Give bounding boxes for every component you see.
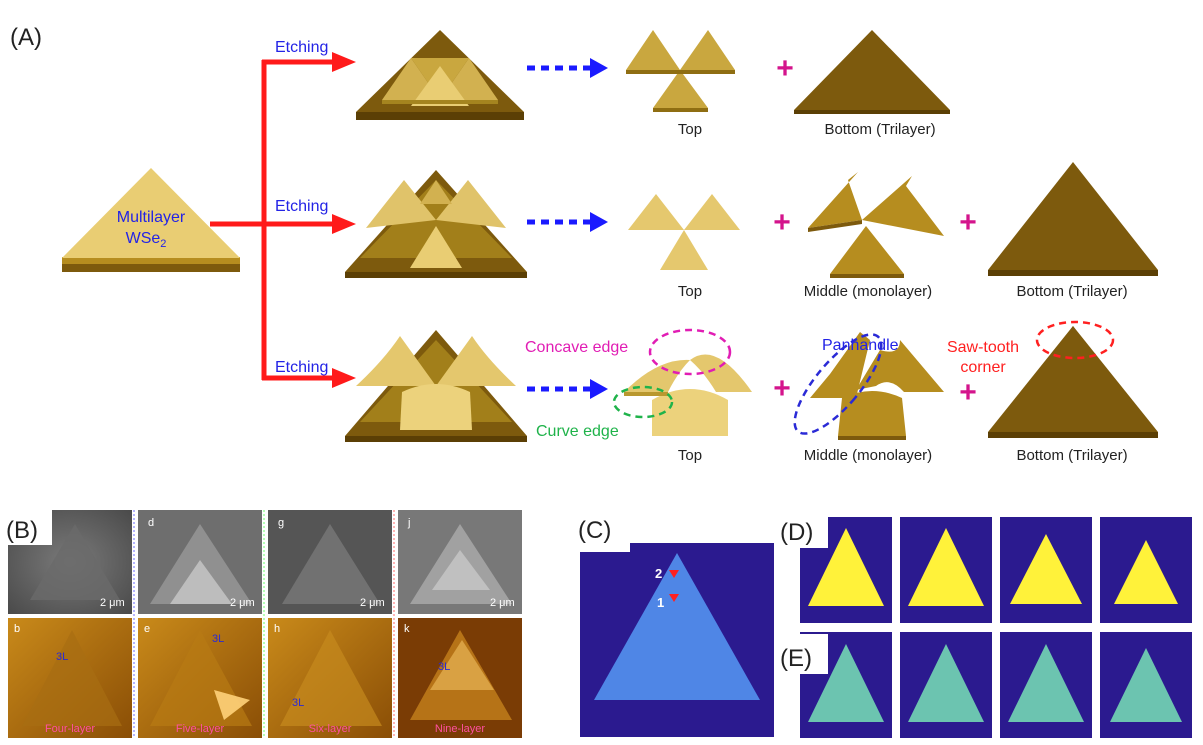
row2-top-flake (628, 194, 740, 270)
tag-3l-1: 3L (56, 651, 68, 663)
row2-middle-label: Middle (monolayer) (804, 283, 932, 300)
micro-letter-k: k (404, 623, 410, 635)
row3-bottom-label: Bottom (Trilayer) (1016, 447, 1127, 464)
row3-plus-2: + (959, 376, 977, 409)
micro-letter-d: d (148, 517, 154, 529)
source-flake: Multilayer WSe2 (62, 168, 240, 272)
panel-c-triangle (594, 553, 760, 700)
scale-bar-3: 2 μm (360, 597, 385, 609)
row3-middle-flake (810, 332, 944, 440)
tag-3l-2: 3L (212, 633, 224, 645)
sawtooth-label-line2: corner (960, 359, 1006, 376)
micro-letter-h: h (274, 623, 280, 635)
row2-etched-flake (345, 170, 527, 278)
panel-label-c: (C) (578, 517, 611, 544)
panel-label-d: (D) (780, 519, 813, 546)
micro-letter-e: e (144, 623, 150, 635)
source-label-line1: Multilayer (117, 209, 186, 226)
scale-bar-2: 2 μm (230, 597, 255, 609)
sawtooth-label-line1: Saw-tooth (947, 339, 1019, 356)
micro-letter-b: b (14, 623, 20, 635)
curve-edge-ring (612, 385, 674, 419)
panhandle-ring (793, 333, 883, 435)
layer-name-4: Nine-layer (435, 723, 485, 735)
row2-plus-1: + (773, 206, 791, 239)
etching-label-1: Etching (275, 39, 328, 56)
row2-bottom-edge (988, 270, 1158, 276)
row2-middle-flake (808, 172, 944, 278)
arrowhead-1 (332, 52, 356, 72)
micro-letter-j: j (407, 517, 410, 529)
panel-label-a: (A) (10, 24, 42, 51)
panhandle-label: Panhandle (822, 337, 899, 354)
arrowhead-2 (332, 214, 356, 234)
concave-edge-ring (648, 328, 732, 376)
row1-top-label: Top (678, 121, 702, 138)
panel-label-b: (B) (6, 517, 38, 544)
row3-top-label: Top (678, 447, 702, 464)
row3-plus-1: + (773, 372, 791, 405)
etching-label-2: Etching (275, 198, 328, 215)
panel-c-marker-2 (669, 570, 679, 578)
row1-plus: + (776, 52, 794, 85)
scale-bar-4: 2 μm (490, 597, 515, 609)
panel-e: (E) (776, 632, 1192, 738)
tag-3l-3: 3L (292, 697, 304, 709)
etching-arrows (210, 52, 356, 388)
row2-bottom-label: Bottom (Trilayer) (1016, 283, 1127, 300)
panel-c: (C) 2 1 (574, 508, 774, 737)
panel-b: (B) d g j 2 μm 2 μm 2 μm 2 μm b e h k 3L… (0, 505, 522, 738)
arrowhead-3 (332, 368, 356, 388)
row1-bottom-label: Bottom (Trilayer) (824, 121, 935, 138)
scale-bar-1: 2 μm (100, 597, 125, 609)
row3-middle-label: Middle (monolayer) (804, 447, 932, 464)
micro-letter-g: g (278, 517, 284, 529)
sawtooth-ring (1035, 320, 1115, 360)
row3-etched-flake (345, 330, 527, 442)
source-label-line2: WSe2 (126, 230, 167, 250)
row1-etched-flake (356, 30, 524, 120)
panel-c-mark-2: 2 (655, 566, 662, 581)
row1-bottom-edge (794, 110, 950, 114)
etching-label-3: Etching (275, 359, 328, 376)
row2-plus-2: + (959, 206, 977, 239)
panel-c-marker-1 (669, 594, 679, 602)
layer-name-2: Five-layer (176, 723, 225, 735)
dashed-arrows (527, 58, 608, 399)
row2-top-label: Top (678, 283, 702, 300)
row1-bottom-flake (794, 30, 950, 110)
panel-label-e: (E) (780, 645, 812, 672)
panel-c-mark-1: 1 (657, 595, 664, 610)
curve-edge-label: Curve edge (536, 423, 619, 440)
row1-top-flake (626, 30, 735, 112)
panel-d: (D) (776, 508, 1192, 623)
layer-name-3: Six-layer (309, 723, 352, 735)
row3-top-flake (624, 354, 752, 436)
tag-3l-4: 3L (438, 661, 450, 673)
row3-bottom-flake (988, 326, 1158, 438)
row2-bottom-flake (988, 162, 1158, 270)
layer-name-1: Four-layer (45, 723, 95, 735)
concave-edge-label: Concave edge (525, 339, 628, 356)
